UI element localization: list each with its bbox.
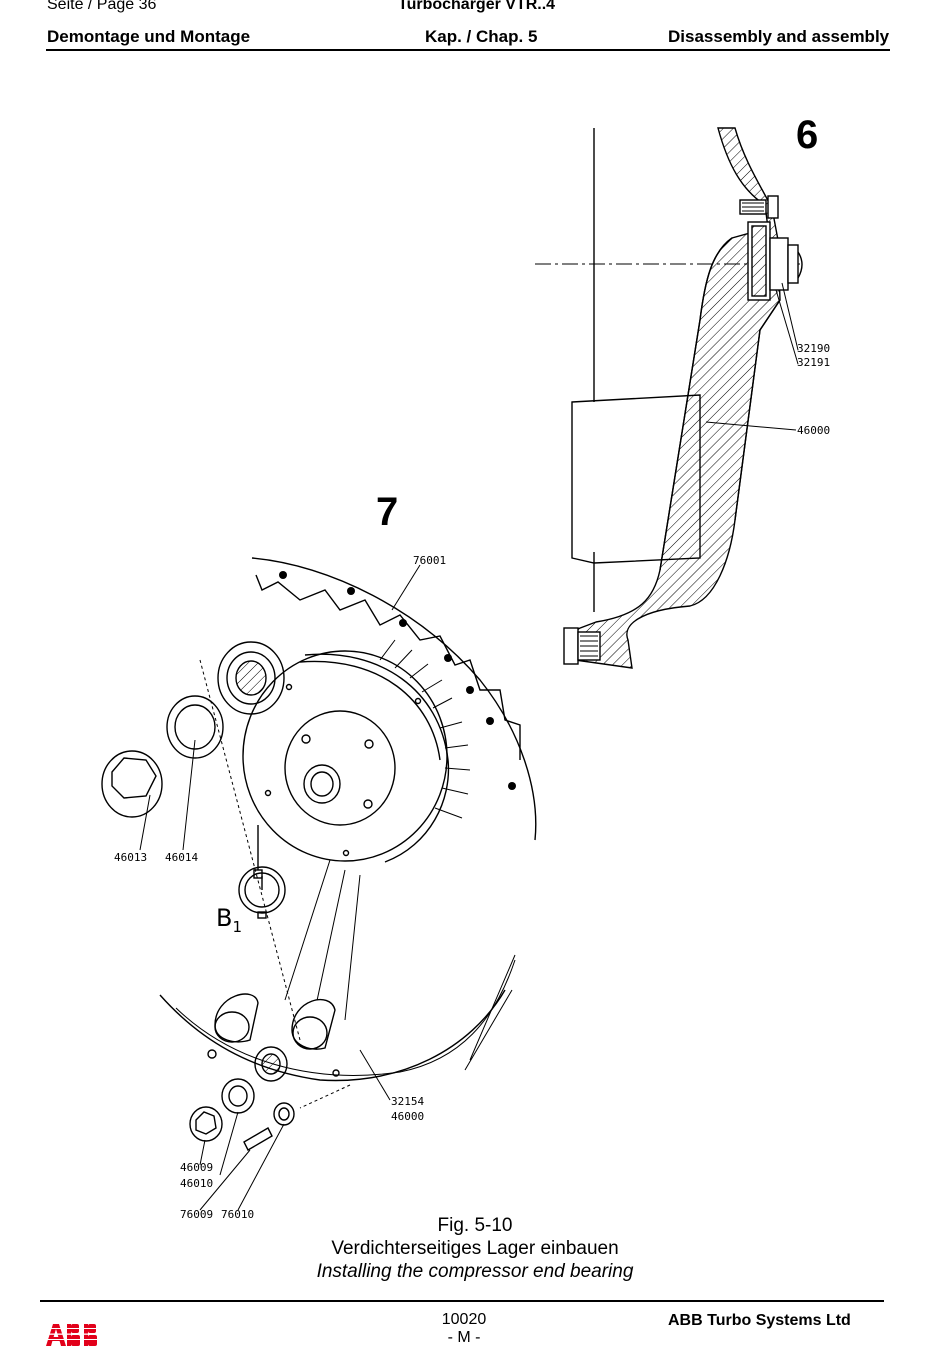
part-label-46014: 46014 bbox=[165, 851, 199, 864]
view-number-6: 6 bbox=[796, 113, 819, 157]
section-title-en: Disassembly and assembly bbox=[668, 27, 890, 46]
chapter-label: Kap. / Chap. 5 bbox=[425, 27, 538, 46]
part-label-46000-b: 46000 bbox=[391, 1110, 425, 1123]
part-label-32191: 32191 bbox=[797, 356, 831, 369]
view-7-drawing bbox=[101, 557, 537, 1211]
document-number: 10020 bbox=[441, 1311, 487, 1328]
view-6-drawing bbox=[535, 127, 803, 669]
part-label-46013: 46013 bbox=[114, 851, 148, 864]
part-label-46000: 46000 bbox=[797, 424, 831, 437]
part-label-46010: 46010 bbox=[180, 1177, 214, 1190]
part-label-32190: 32190 bbox=[797, 342, 831, 355]
abb-logo bbox=[46, 1322, 104, 1353]
figure-title-en: Installing the compressor end bearing bbox=[316, 1261, 634, 1282]
part-label-76010: 76010 bbox=[221, 1208, 255, 1221]
gauge-label-letter: B bbox=[216, 904, 233, 932]
figure-title-de: Verdichterseitiges Lager einbauen bbox=[331, 1238, 619, 1259]
footer-rule bbox=[40, 1300, 884, 1302]
part-label-46009: 46009 bbox=[180, 1161, 214, 1174]
gauge-label-subscript: 1 bbox=[232, 917, 243, 936]
part-label-32154: 32154 bbox=[391, 1095, 425, 1108]
page-label: Seite / Page 36 bbox=[47, 0, 157, 13]
gauge-label: B1 bbox=[216, 904, 242, 936]
part-label-76001: 76001 bbox=[413, 554, 447, 567]
abb-logo-mark bbox=[46, 1324, 104, 1346]
header-rule bbox=[46, 49, 890, 51]
section-title-de: Demontage und Montage bbox=[47, 27, 251, 46]
figure-number: Fig. 5-10 bbox=[437, 1215, 513, 1236]
company-name: ABB Turbo Systems Ltd bbox=[668, 1312, 851, 1329]
view-number-7: 7 bbox=[376, 490, 399, 534]
part-label-76009: 76009 bbox=[180, 1208, 214, 1221]
product-title: Turbocharger VTR..4 bbox=[398, 0, 556, 13]
revision: - M - bbox=[447, 1329, 481, 1346]
